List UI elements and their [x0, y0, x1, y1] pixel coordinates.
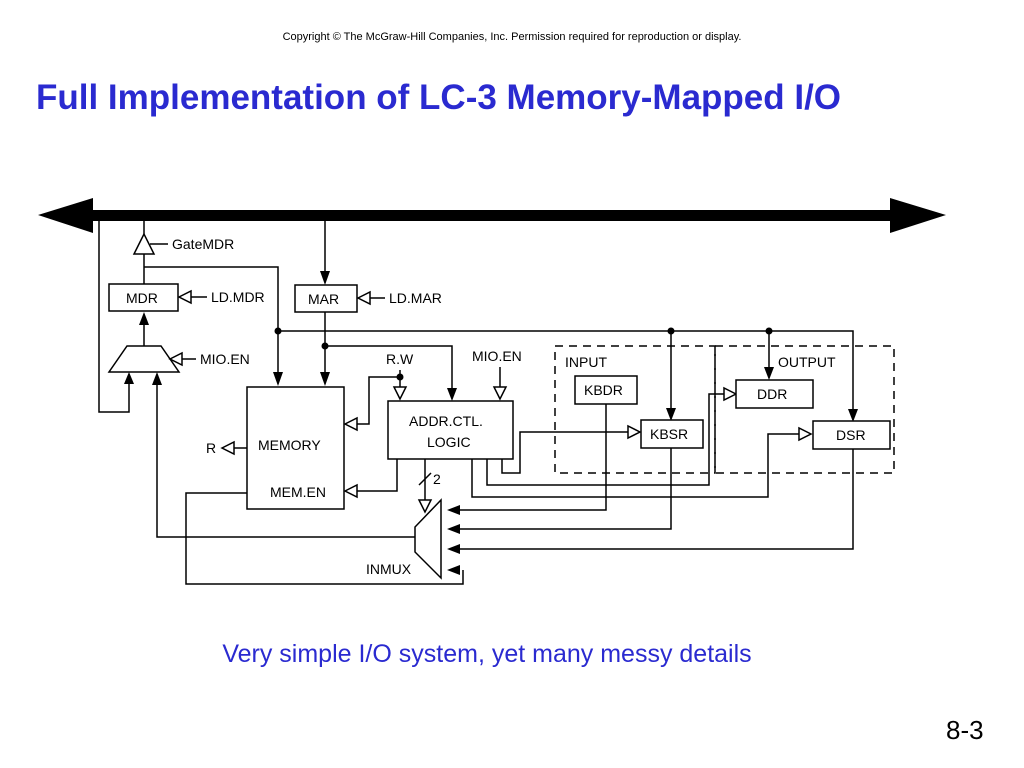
memory-to-inmux-wire: [185, 492, 464, 585]
ld-mdr-label: LD.MDR: [211, 289, 265, 305]
mdr-register: MDR LD.MDR: [108, 283, 265, 312]
ctl-to-dsr-wire: [471, 433, 799, 498]
mem-en-label: MEM.EN: [270, 484, 326, 500]
system-bus: [38, 198, 946, 233]
ctl-to-kbsr-wire: [501, 431, 628, 474]
dsr-label: DSR: [836, 427, 866, 443]
addr-ctl-line1: ADDR.CTL.: [409, 413, 483, 429]
bus-to-mux-wire: [98, 221, 134, 413]
input-group-label: INPUT: [565, 354, 607, 370]
memory-data-in-arrow-icon: [273, 372, 283, 386]
addr-ctl-in-arrow-icon: [447, 388, 457, 401]
mem-en-wire: [357, 459, 398, 492]
output-group: [714, 345, 895, 474]
ld-mar-label: LD.MAR: [389, 290, 442, 306]
ddr-label: DDR: [757, 386, 787, 402]
inmux-out-arrow-icon: [152, 372, 162, 385]
mio-en-right-label: MIO.EN: [472, 348, 522, 364]
input-group: [554, 345, 716, 474]
mio-en-right-signal: MIO.EN: [472, 348, 522, 401]
mux-to-mdr-arrow-icon: [139, 312, 149, 325]
bus-width-label: 2: [433, 471, 441, 487]
dsr-register: [812, 420, 891, 450]
data-out-wire: [278, 330, 854, 414]
mar-register: MAR LD.MAR: [294, 221, 442, 313]
mio-en-left-label: MIO.EN: [200, 351, 250, 367]
bus-left-arrow-icon: [38, 198, 93, 233]
addr-ctl-logic: ADDR.CTL. LOGIC: [387, 400, 514, 460]
kbdr-label: KBDR: [584, 382, 623, 398]
kbdr-to-inmux-wire: [460, 404, 607, 511]
addr-to-ctl-wire: [325, 345, 453, 390]
mdr-to-memory-wire: [144, 266, 279, 375]
memory-block: MEMORY MEM.EN R: [206, 386, 345, 510]
memory-addr-in-arrow-icon: [320, 372, 330, 386]
inmux: INMUX: [366, 498, 442, 580]
copyright-notice: Copyright © The McGraw-Hill Companies, I…: [282, 31, 742, 43]
mio-mux: MIO.EN: [107, 345, 250, 373]
gate-mdr-tristate: GateMDR: [132, 221, 234, 284]
kbsr-register: [640, 419, 704, 449]
bus-right-arrow-icon: [890, 198, 946, 233]
rw-signal: R.W: [343, 351, 414, 432]
ctl-to-ddr-wire: [486, 393, 724, 486]
kbsr-to-inmux-wire: [460, 448, 672, 530]
mdr-label: MDR: [126, 290, 158, 306]
output-group-label: OUTPUT: [778, 354, 836, 370]
mar-label: MAR: [308, 291, 339, 307]
addr-ctl-line2: LOGIC: [427, 434, 471, 450]
inmux-to-mio-mux-wire: [156, 384, 415, 538]
page-number: 8-3: [946, 715, 984, 745]
slide-subtitle: Very simple I/O system, yet many messy d…: [222, 640, 752, 668]
rw-label: R.W: [386, 351, 414, 367]
r-label: R: [206, 440, 216, 456]
slide-title: Full Implementation of LC-3 Memory-Mappe…: [36, 78, 842, 117]
inmux-label: INMUX: [366, 561, 412, 577]
kbsr-label: KBSR: [650, 426, 688, 442]
gate-mdr-label: GateMDR: [172, 236, 234, 252]
dsr-to-inmux-wire: [460, 449, 854, 550]
memory-label: MEMORY: [258, 437, 321, 453]
ddr-register: [735, 379, 814, 409]
